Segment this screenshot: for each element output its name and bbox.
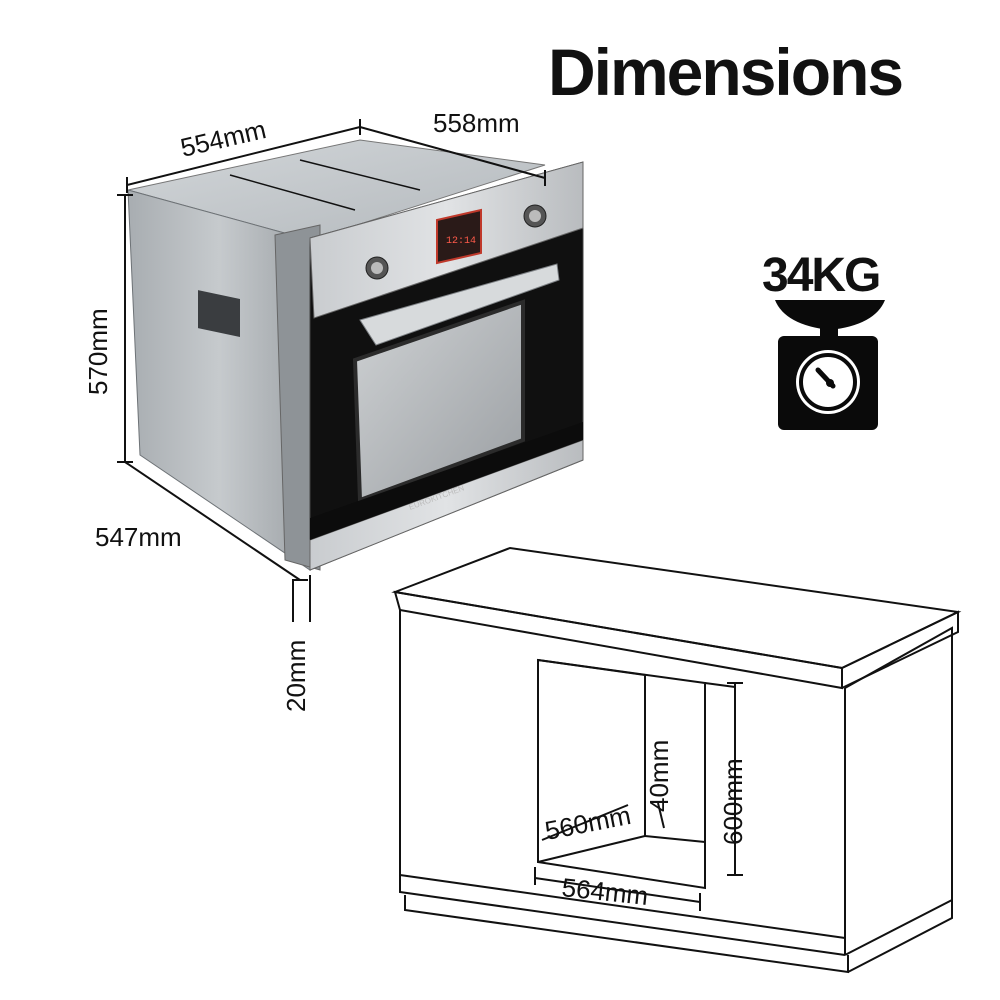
cutout-height-label: 600mm xyxy=(718,758,748,845)
cabinet-diagram xyxy=(391,546,962,974)
oven-dimension-lines xyxy=(117,119,546,622)
page-title: Dimensions xyxy=(548,35,904,109)
weighing-scale-icon xyxy=(775,300,885,430)
dim-gap-label: 20mm xyxy=(281,640,311,712)
clock-display xyxy=(436,208,482,265)
oven-illustration: 12:14 EUROKITCHEN xyxy=(127,139,584,571)
bottom-trim xyxy=(309,439,584,571)
min-gap-label: 40mm xyxy=(644,740,674,812)
cabinet-dimension-lines xyxy=(534,682,743,911)
door-window xyxy=(352,299,525,503)
clock-display-text: 12:14 xyxy=(446,236,476,247)
door-handle xyxy=(359,263,560,346)
weight-label: 34KG xyxy=(762,249,881,302)
dim-height-label: 570mm xyxy=(83,308,113,395)
side-vent xyxy=(198,290,240,338)
dim-width-label: 554mm xyxy=(178,114,269,163)
dim-body-depth-label: 547mm xyxy=(95,522,182,552)
dim-depth-label: 558mm xyxy=(433,108,520,138)
cutout-depth-label: 560mm xyxy=(542,800,633,846)
